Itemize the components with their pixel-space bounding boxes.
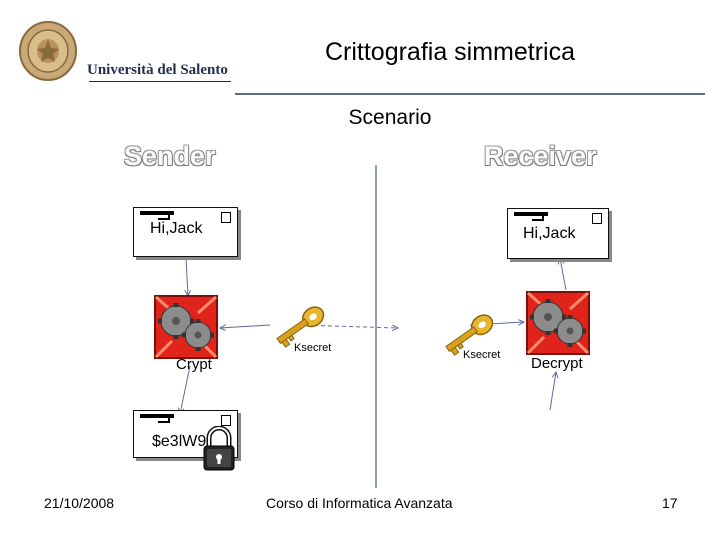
- university-seal-icon: [19, 21, 77, 81]
- doc-titlebar-tab: [158, 418, 170, 423]
- doc-titlebar: [514, 212, 548, 216]
- footer-course: Corso di Informatica Avanzata: [266, 495, 453, 511]
- footer-date: 21/10/2008: [44, 495, 115, 511]
- crypt-gearbox-icon: [154, 295, 218, 359]
- ciphertext: $e3lW9: [152, 433, 207, 450]
- title-divider: [235, 93, 705, 95]
- padlock-icon: [203, 426, 235, 471]
- arrow-crypt-to-cipher: [180, 365, 191, 414]
- arrow-cipher-to-decrypt: [549, 372, 556, 411]
- slide-title: Crittografia simmetrica: [324, 38, 576, 66]
- doc-checkbox-icon: [221, 212, 231, 223]
- receiver-plaintext-document: Hi,Jack: [507, 208, 609, 259]
- doc-checkbox-icon: [221, 415, 231, 426]
- arrow-plaintext-to-crypt: [186, 257, 188, 296]
- sender-key-icon: [276, 306, 325, 348]
- arrow-key-to-crypt: [220, 325, 271, 328]
- doc-checkbox-icon: [592, 213, 602, 224]
- doc-titlebar-tab: [532, 216, 544, 221]
- logo-underline: [89, 81, 231, 82]
- sender-heading: Sender: [124, 141, 216, 171]
- sender-plaintext-document: Hi,Jack: [133, 207, 238, 257]
- receiver-key-label: Ksecret: [463, 349, 501, 361]
- receiver-plaintext: Hi,Jack: [523, 225, 576, 242]
- crypt-label: Crypt: [176, 356, 212, 373]
- doc-titlebar: [140, 414, 174, 418]
- doc-titlebar-tab: [158, 215, 170, 220]
- university-name: Università del Salento: [87, 62, 228, 78]
- slide-subtitle: Scenario: [348, 106, 432, 129]
- sender-plaintext: Hi,Jack: [150, 220, 203, 237]
- doc-titlebar: [140, 211, 174, 215]
- arrow-decrypt-to-plaintext: [560, 258, 567, 291]
- footer-page-number: 17: [662, 495, 678, 511]
- decrypt-gearbox-icon: [526, 291, 590, 355]
- decrypt-label: Decrypt: [531, 355, 583, 372]
- receiver-heading: Receiver: [484, 141, 597, 171]
- sender-key-label: Ksecret: [294, 342, 332, 354]
- receiver-key-icon: [445, 314, 494, 356]
